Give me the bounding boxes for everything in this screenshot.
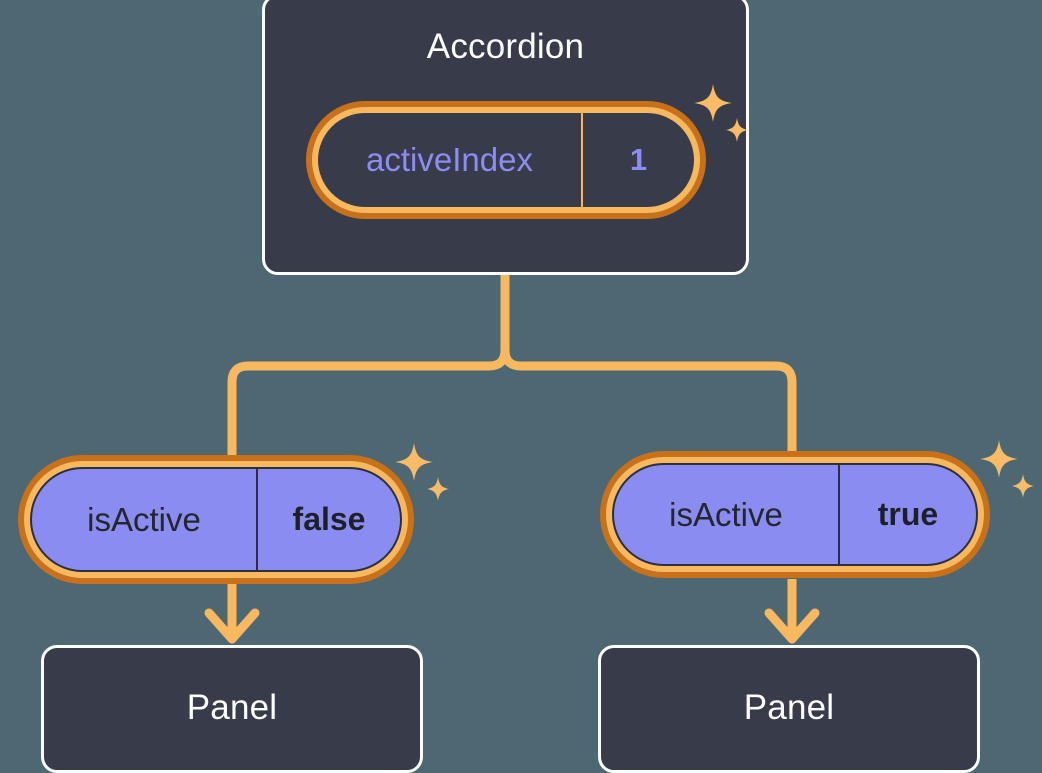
component-title-panel-right: Panel	[743, 688, 835, 727]
state-value-active-index: 1	[581, 113, 694, 207]
arrow-left-pill-to-panel	[204, 584, 260, 644]
state-pill-is-active-true[interactable]: isActive true	[600, 451, 990, 578]
component-box-panel-right[interactable]: Panel	[598, 645, 980, 773]
connector-root-to-left	[227, 271, 510, 460]
state-pill-ring: isActive true	[606, 457, 984, 572]
state-pill-body: isActive true	[612, 463, 978, 566]
state-value-is-active-right: true	[838, 465, 976, 564]
state-key-active-index: activeIndex	[366, 141, 533, 178]
state-key-is-active-right: isActive	[669, 495, 783, 533]
component-box-panel-left[interactable]: Panel	[41, 645, 423, 773]
state-pill-body: isActive false	[30, 467, 402, 572]
state-pill-ring: activeIndex 1	[312, 107, 700, 213]
state-key-is-active-left: isActive	[87, 500, 201, 538]
component-title-panel-left: Panel	[186, 688, 278, 727]
state-pill-ring: isActive false	[24, 461, 408, 578]
state-value-is-active-left: false	[256, 469, 400, 570]
state-pill-is-active-false[interactable]: isActive false	[18, 455, 414, 584]
state-pill-body: activeIndex 1	[318, 113, 694, 207]
arrow-right-pill-to-panel	[764, 579, 820, 644]
state-pill-active-index[interactable]: activeIndex 1	[306, 101, 706, 219]
component-title-accordion: Accordion	[426, 27, 585, 66]
connector-root-to-right	[500, 271, 797, 456]
